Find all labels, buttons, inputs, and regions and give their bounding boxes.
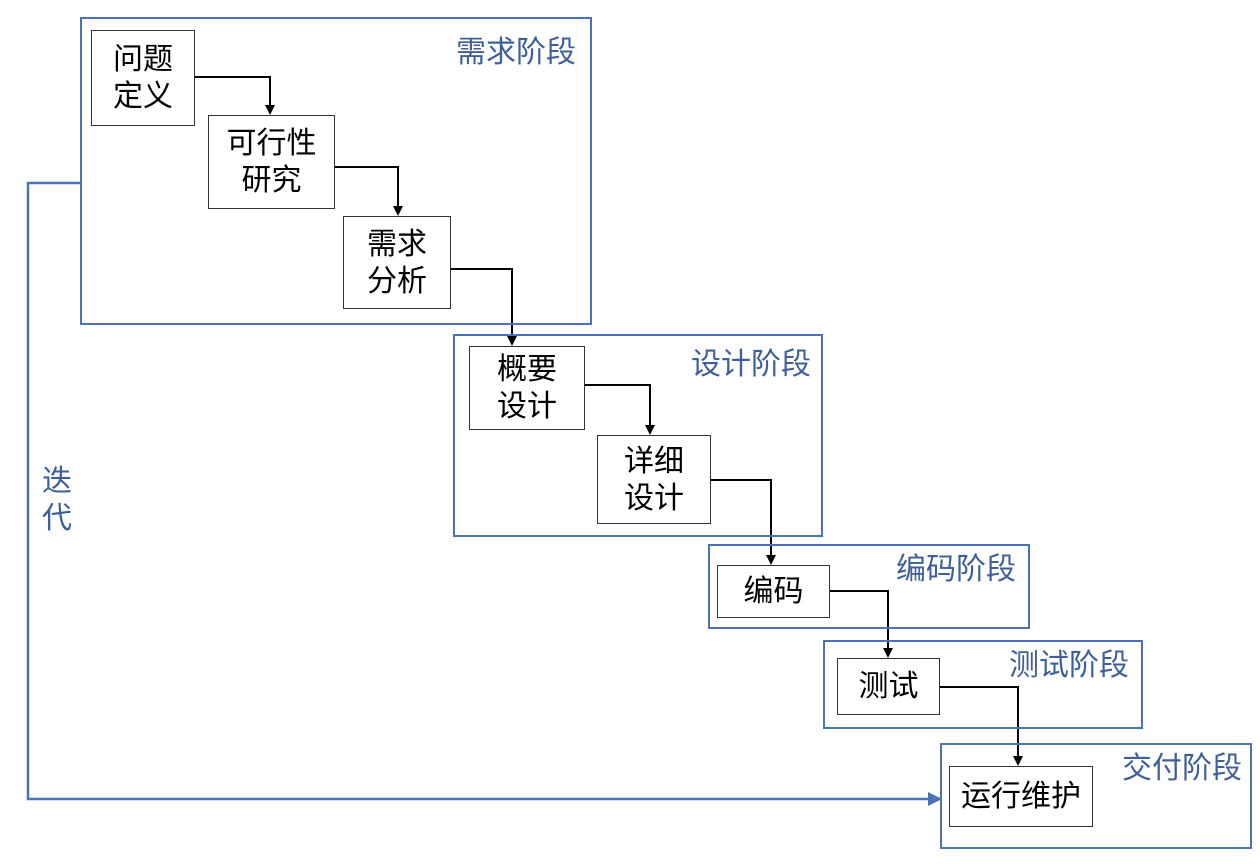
phase-design: 设计阶段: [453, 334, 823, 537]
arrow-coding-to-testing: [830, 590, 893, 658]
step-requirements-analysis: 需求 分析: [343, 216, 451, 309]
iteration-label-char1: 迭: [42, 464, 72, 499]
step-outline-design-line1: 概要: [497, 352, 557, 387]
step-maintenance: 运行维护: [949, 766, 1093, 827]
step-feasibility-study-line1: 可行性: [226, 126, 317, 161]
step-problem-definition-line2: 定义: [113, 79, 173, 114]
phase-requirements-title: 需求阶段: [456, 35, 576, 70]
step-testing-label: 测试: [858, 669, 919, 704]
phase-design-title: 设计阶段: [691, 347, 811, 382]
phase-delivery: 交付阶段: [940, 743, 1252, 849]
arrow-problem-to-feasibility: [195, 76, 275, 115]
arrow-analysis-to-outline: [451, 268, 517, 346]
iteration-label-char2: 代: [42, 501, 72, 536]
arrow-testing-to-maintenance: [940, 686, 1023, 766]
step-coding: 编码: [717, 565, 830, 618]
step-detailed-design-line1: 详细: [624, 443, 684, 479]
step-requirements-analysis-line1: 需求: [367, 226, 427, 262]
step-outline-design-line2: 设计: [497, 389, 557, 424]
phase-testing-title: 测试阶段: [1009, 648, 1129, 683]
step-problem-definition: 问题 定义: [91, 30, 195, 126]
phase-coding-title: 编码阶段: [896, 552, 1016, 587]
step-coding-label: 编码: [743, 574, 804, 609]
step-testing: 测试: [837, 658, 940, 715]
phase-coding: 编码阶段: [708, 544, 1030, 629]
step-detailed-design: 详细 设计: [597, 435, 711, 524]
phase-delivery-title: 交付阶段: [1122, 751, 1242, 786]
step-maintenance-label: 运行维护: [961, 779, 1081, 814]
step-feasibility-study-line2: 研究: [241, 163, 302, 198]
step-feasibility-study: 可行性 研究: [208, 115, 335, 209]
step-outline-design: 概要 设计: [469, 346, 585, 430]
phase-requirements: 需求阶段: [80, 17, 592, 325]
arrow-feasibility-to-analysis: [335, 166, 403, 216]
step-requirements-analysis-line2: 分析: [367, 263, 427, 299]
arrow-outline-to-detailed: [585, 384, 655, 435]
iteration-label: 迭 代: [40, 463, 74, 537]
step-problem-definition-line1: 问题: [113, 42, 173, 77]
step-detailed-design-line2: 设计: [624, 480, 684, 516]
iteration-feedback-arrow: [26, 181, 942, 806]
phase-testing: 测试阶段: [823, 640, 1143, 729]
